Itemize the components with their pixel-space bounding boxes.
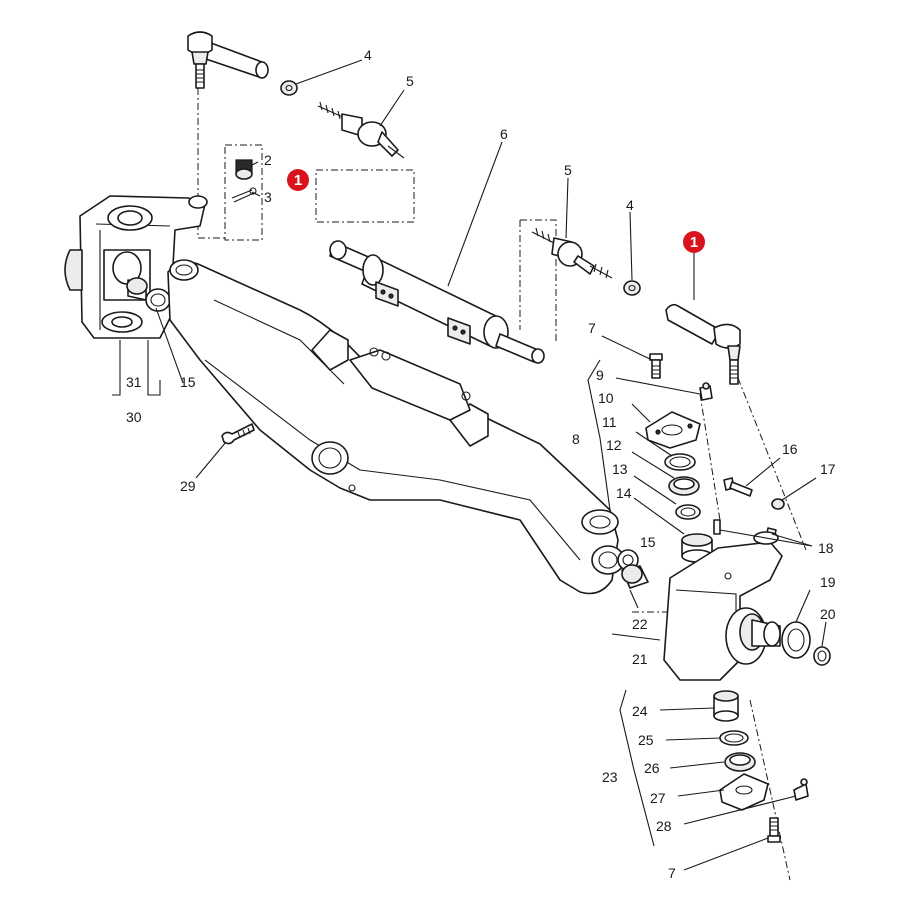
nut-part-4-left	[280, 80, 298, 96]
grease-nipple-part-28	[793, 778, 809, 801]
callout-22: 22	[632, 616, 648, 632]
seal-ring-part-11	[664, 453, 696, 471]
callout-16: 16	[782, 441, 798, 457]
callout-15-right: 15	[640, 534, 656, 550]
axle-beam	[167, 259, 625, 595]
left-knuckle-assembly-part-30	[64, 195, 208, 339]
tie-rod-end-right	[665, 303, 741, 385]
highlight-markers: 1 1	[287, 169, 705, 253]
callout-7-bottom: 7	[668, 865, 676, 881]
marker-1-tie-rod-label: 1	[690, 234, 698, 251]
bolt-part-29	[221, 423, 255, 445]
callout-20: 20	[820, 606, 836, 622]
cotter-pin-part-3	[231, 187, 257, 203]
seal-part-15-left	[145, 288, 171, 312]
callout-3: 3	[264, 189, 272, 205]
grouping-brackets	[112, 340, 661, 847]
callout-23: 23	[602, 769, 618, 785]
callout-7-top: 7	[588, 320, 596, 336]
callout-27: 27	[650, 790, 666, 806]
bolt-part-7-top	[649, 353, 663, 379]
callout-12: 12	[606, 437, 622, 453]
callout-25: 25	[638, 732, 654, 748]
marker-1-tie-rod	[683, 231, 705, 253]
bushing-part-22	[621, 564, 649, 589]
callout-30: 30	[126, 409, 142, 425]
steering-cylinder-part-6	[329, 240, 545, 364]
callout-4-left: 4	[364, 47, 372, 63]
grease-nipple-part-9	[699, 382, 713, 401]
callout-28: 28	[656, 818, 672, 834]
cover-plate-part-27	[719, 773, 769, 811]
callout-26: 26	[644, 760, 660, 776]
callout-9: 9	[596, 367, 604, 383]
bearing-part-26	[724, 752, 756, 772]
castle-nut-part-2	[235, 159, 253, 180]
callout-14: 14	[616, 485, 632, 501]
king-pin-part-24	[713, 690, 739, 722]
callout-18: 18	[818, 540, 834, 556]
nut-part-4-right	[623, 280, 641, 296]
callout-17: 17	[820, 461, 836, 477]
bolt-part-7-bottom	[767, 817, 781, 843]
castle-nut-part-19	[781, 621, 811, 659]
callout-31: 31	[126, 374, 142, 390]
callout-13: 13	[612, 461, 628, 477]
ball-joint-part-5-left	[317, 101, 405, 159]
shim-part-13	[675, 504, 701, 520]
marker-1-cylinder	[287, 169, 309, 191]
callout-4-right: 4	[626, 197, 634, 213]
bushing-part-31	[126, 277, 148, 301]
callout-2: 2	[264, 152, 272, 168]
leader-lines	[155, 59, 827, 871]
callout-15-left: 15	[180, 374, 196, 390]
callout-19: 19	[820, 574, 836, 590]
callout-10: 10	[598, 390, 614, 406]
callout-6: 6	[500, 126, 508, 142]
seal-ring-part-25	[719, 730, 749, 746]
callout-5-right: 5	[564, 162, 572, 178]
right-knuckle-housing-part-21	[663, 531, 783, 681]
bearing-part-12	[668, 476, 700, 496]
tie-rod-end-left	[187, 31, 269, 89]
callout-5-left: 5	[406, 73, 414, 89]
bolt-part-16	[723, 477, 753, 497]
callout-29: 29	[180, 478, 196, 494]
callout-labels: 4 5 2 3 6 5 4 7 9 10 8 11 12 13 14 16 17…	[126, 47, 836, 881]
cover-plate-part-10	[645, 411, 701, 449]
nut-part-17	[771, 498, 785, 510]
callout-8: 8	[572, 431, 580, 447]
callout-11: 11	[602, 414, 617, 430]
marker-1-cylinder-label: 1	[294, 172, 302, 189]
washer-part-20	[813, 646, 831, 666]
callout-24: 24	[632, 703, 648, 719]
callout-21: 21	[632, 651, 648, 667]
dashed-guide-lines	[197, 88, 807, 881]
ball-joint-part-5-right	[531, 227, 613, 279]
